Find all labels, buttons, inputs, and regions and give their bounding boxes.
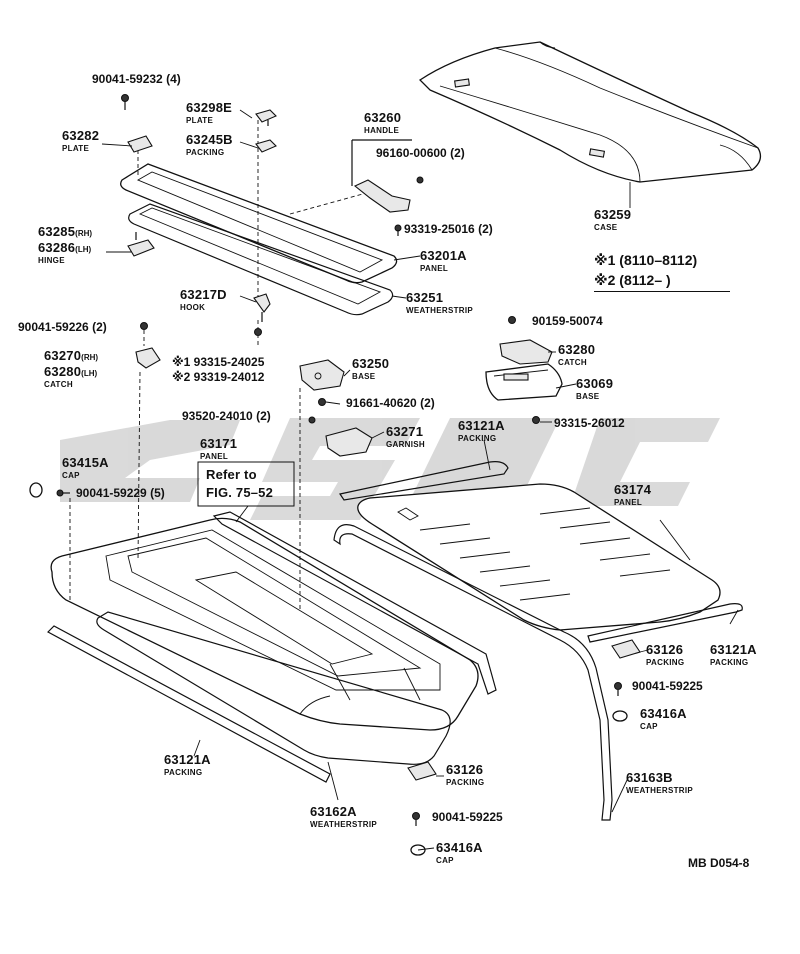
roof-seal-63171 [212,511,497,695]
packing-63126-right [611,639,641,659]
watermark-logo [60,418,720,520]
packing-63121a-right [587,603,743,643]
note-2: ※2 (8112– ) [594,272,671,288]
weatherstrip-63163b [333,524,613,821]
weatherstrip-63162a [96,611,451,765]
hinge-63285 [127,232,155,257]
leader-lines [101,109,739,851]
hook-63217d [253,293,271,322]
screw-90041-59226 [140,322,262,336]
base-63250 [299,359,345,391]
garnish-63271 [325,427,373,457]
case-63259 [418,41,762,183]
screw-91661-40620 [318,398,326,406]
cap-63415a [29,482,70,498]
note-underline [594,291,730,292]
screw-90041-59225-right [614,682,622,696]
plate-63298e [255,109,277,126]
label-96160-00600: 96160-00600 (2) [376,146,465,160]
note-1: ※1 (8110–8112) [594,252,698,268]
packing-63245b [255,139,277,153]
label-90041-59225-center: 90041-59225 [432,810,503,824]
roof-panel-63171 [50,517,479,731]
handle-63260 [351,139,424,236]
label-93315-24025: ※1 93315-24025 [172,355,265,369]
plate-63282 [127,135,153,153]
label-93319-25016: 93319-25016 (2) [404,222,493,236]
label-90159-50074: 90159-50074 [532,314,603,328]
label-90041-59229: 90041-59229 (5) [76,486,165,500]
catch-63280 [499,316,553,365]
label-63270-63280: 63270(RH) 63280(LH) CATCH [44,348,99,389]
label-63285-63286: 63285(RH) 63286(LH) HINGE [38,224,93,265]
diagram-code: MB D054-8 [688,856,750,870]
label-91661-40620: 91661-40620 (2) [346,396,435,410]
label-93319-24012: ※2 93319-24012 [172,370,265,384]
cap-63416a-right [612,710,628,722]
refer-line-1: Refer to [206,467,257,482]
base-63069 [485,363,563,401]
label-90041-59226: 90041-59226 (2) [18,320,107,334]
packing-63121a-left [47,625,331,783]
label-93520-24010: 93520-24010 (2) [182,409,271,423]
screw-90041-59225-center [412,812,420,826]
refer-line-2: FIG. 75–52 [206,485,274,500]
label-90041-59232: 90041-59232 (4) [92,72,181,86]
screw-90041-59232 [121,94,129,110]
roof-panel-63174 [357,483,721,631]
label-90041-59225-right: 90041-59225 [632,679,703,693]
screw-93520-24010 [308,416,316,424]
catch-63270 [135,347,161,369]
screw-93315-26012 [532,416,540,424]
label-93315-26012: 93315-26012 [554,416,625,430]
weatherstrip-63251 [128,203,394,316]
packing-63126-center [407,761,437,781]
refer-box [197,461,295,507]
packing-63121a-top [339,461,509,501]
